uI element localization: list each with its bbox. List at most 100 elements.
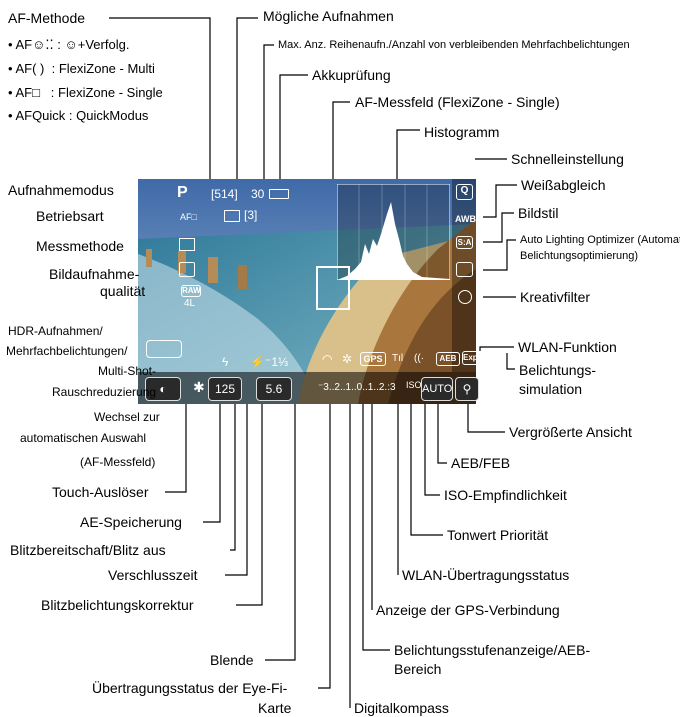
label-wechsel-1: Wechsel zur — [94, 410, 160, 424]
label-akkupruefung: Akkuprüfung — [312, 67, 391, 83]
af-multi-icon: AF( ) — [15, 61, 45, 76]
label-blitzkorr: Blitzbelichtungskorrektur — [41, 597, 194, 613]
line-expsim — [506, 353, 515, 370]
line-wlan-funktion — [479, 346, 514, 352]
label-af-messfeld: AF-Messfeld (FlexiZone - Single) — [355, 94, 560, 110]
line-max-anz — [263, 44, 274, 185]
flash-comp-value: ⁻1⅓ — [265, 355, 289, 369]
af-method-item: • AF☺⁚⁚ : ☺+Verfolg. — [8, 37, 130, 52]
line-af-methode — [109, 17, 211, 205]
af-select-switch-icon[interactable] — [146, 340, 182, 358]
label-wlan-funktion: WLAN-Funktion — [518, 339, 617, 355]
magnify-button[interactable]: ⚲ — [455, 377, 479, 401]
label-aufnahmemodus: Aufnahmemodus — [8, 182, 114, 198]
eyefi-icon: ◠ — [322, 352, 333, 366]
af-face-icon: AF☺⁚⁚ — [15, 37, 54, 52]
label-bildaufnahme-1: Bildaufnahme- — [49, 266, 140, 282]
drive-count: [3] — [244, 208, 258, 222]
line-eyefi — [318, 357, 331, 689]
shutter-speed-button[interactable]: 125 — [208, 377, 242, 401]
iso-button[interactable]: AUTO — [421, 377, 453, 401]
label-hdr-1: HDR-Aufnahmen/ — [8, 324, 103, 338]
line-blitzkorr — [236, 368, 263, 606]
label-betriebsart: Betriebsart — [36, 208, 104, 224]
metering-icon — [179, 238, 195, 251]
label-aeb-feb: AEB/FEB — [451, 455, 511, 471]
label-touch: Touch-Auslöser — [52, 484, 149, 500]
touch-shutter-button[interactable]: ◐ — [145, 377, 181, 401]
flash-comp-icon: ⚡ — [250, 355, 265, 369]
alo-icon — [456, 262, 473, 277]
af-mode-icon: AF□ — [180, 212, 197, 222]
label-ae-speicherung: AE-Speicherung — [80, 514, 182, 530]
label-hdr-4: Rauschreduzierung — [52, 385, 157, 399]
quality-icon: 4L — [184, 298, 196, 309]
line-touch — [165, 400, 187, 493]
label-digitalkompass: Digitalkompass — [354, 700, 449, 716]
creative-filter-icon[interactable] — [458, 290, 472, 304]
label-weissabgleich: Weißabgleich — [521, 177, 606, 193]
line-belstufen — [362, 396, 390, 651]
label-gps: Anzeige der GPS-Verbindung — [376, 602, 560, 618]
label-hdr-3: Multi-Shot- — [98, 364, 157, 378]
line-tonwert — [410, 400, 443, 536]
line-bildstil — [483, 212, 514, 243]
label-moegliche-aufnahmen: Mögliche Aufnahmen — [263, 8, 394, 24]
wlan-function-icon: ((· — [414, 353, 424, 364]
line-blitzbereit — [230, 368, 236, 551]
label-vergroesserte: Vergrößerte Ansicht — [509, 424, 632, 440]
line-verschluss — [225, 400, 248, 576]
af-method-item: • AF□ : FlexiZone - Single — [8, 85, 163, 100]
label-schnelleinstellung: Schnelleinstellung — [511, 151, 624, 167]
battery-icon — [269, 189, 289, 199]
label-wechsel-2: automatischen Auswahl — [20, 431, 147, 445]
raw-icon: RAW — [181, 285, 201, 297]
label-hdr-2: Mehrfachbelichtungen/ — [6, 344, 128, 358]
ae-lock-icon: ✱ — [193, 379, 205, 395]
mode-indicator: P — [177, 184, 188, 201]
af-methode-title: AF-Methode — [8, 10, 86, 26]
label-max-anz: Max. Anz. Reihenaufn./Anzahl von verblei… — [278, 39, 630, 51]
line-ae — [203, 368, 221, 523]
label-verschlusszeit: Verschlusszeit — [108, 567, 198, 583]
line-alo — [483, 239, 516, 271]
line-vergr — [467, 400, 505, 433]
burst-count: 30 — [251, 187, 265, 201]
exposure-scale: ⁻3..2..1..0..1..2.:3 — [318, 382, 396, 393]
label-iso: ISO-Empfindlichkeit — [444, 487, 567, 503]
wlan-status-icon: Tıl — [392, 353, 404, 364]
af-frame[interactable] — [316, 266, 350, 310]
af-method-item: • AFQuick : QuickModus — [8, 108, 149, 123]
line-akku — [279, 74, 308, 188]
wb-icon: AWB — [455, 214, 476, 224]
label-eyefi-1: Übertragungsstatus der Eye-Fi- — [92, 680, 288, 696]
label-belstufen-1: Belichtungsstufenanzeige/AEB- — [394, 642, 591, 658]
label-alo-1: Auto Lighting Optimizer (Automatische — [520, 234, 680, 246]
exposure-sim-icon: Exp.SIM — [462, 351, 494, 365]
histogram — [337, 184, 450, 280]
quick-control-icon[interactable]: Q — [456, 184, 473, 200]
line-weiss — [483, 184, 517, 218]
label-blende: Blende — [210, 652, 254, 668]
label-blitzbereit: Blitzbereitschaft/Blitz aus — [10, 542, 166, 558]
iso-icon: ISO — [406, 380, 422, 390]
aperture-button[interactable]: 5.6 — [256, 377, 292, 401]
label-wlan-status: WLAN-Übertragungsstatus — [402, 567, 570, 583]
shots-remaining: [514] — [211, 187, 238, 201]
flash-ready-icon: ϟ — [222, 355, 229, 369]
af-single-icon: AF□ — [15, 85, 40, 100]
line-iso — [424, 400, 440, 496]
line-moegliche — [236, 17, 258, 185]
label-tonwert: Tonwert Priorität — [447, 527, 549, 543]
label-bildstil: Bildstil — [518, 205, 559, 221]
label-belichtungssim-2: simulation — [519, 381, 583, 397]
label-messmethode: Messmethode — [36, 238, 124, 254]
label-bildaufnahme-2: qualität — [100, 283, 146, 299]
line-blende — [265, 400, 296, 661]
af-method-item: • AF( ) : FlexiZone - Multi — [8, 61, 155, 76]
label-alo-2: Belichtungsoptimierung) — [520, 250, 639, 262]
af-quick-icon: AFQuick — [15, 108, 66, 123]
label-kreativfilter: Kreativfilter — [520, 289, 591, 305]
bottom-info-bar — [138, 372, 476, 404]
gps-icon: GPS — [360, 352, 386, 366]
